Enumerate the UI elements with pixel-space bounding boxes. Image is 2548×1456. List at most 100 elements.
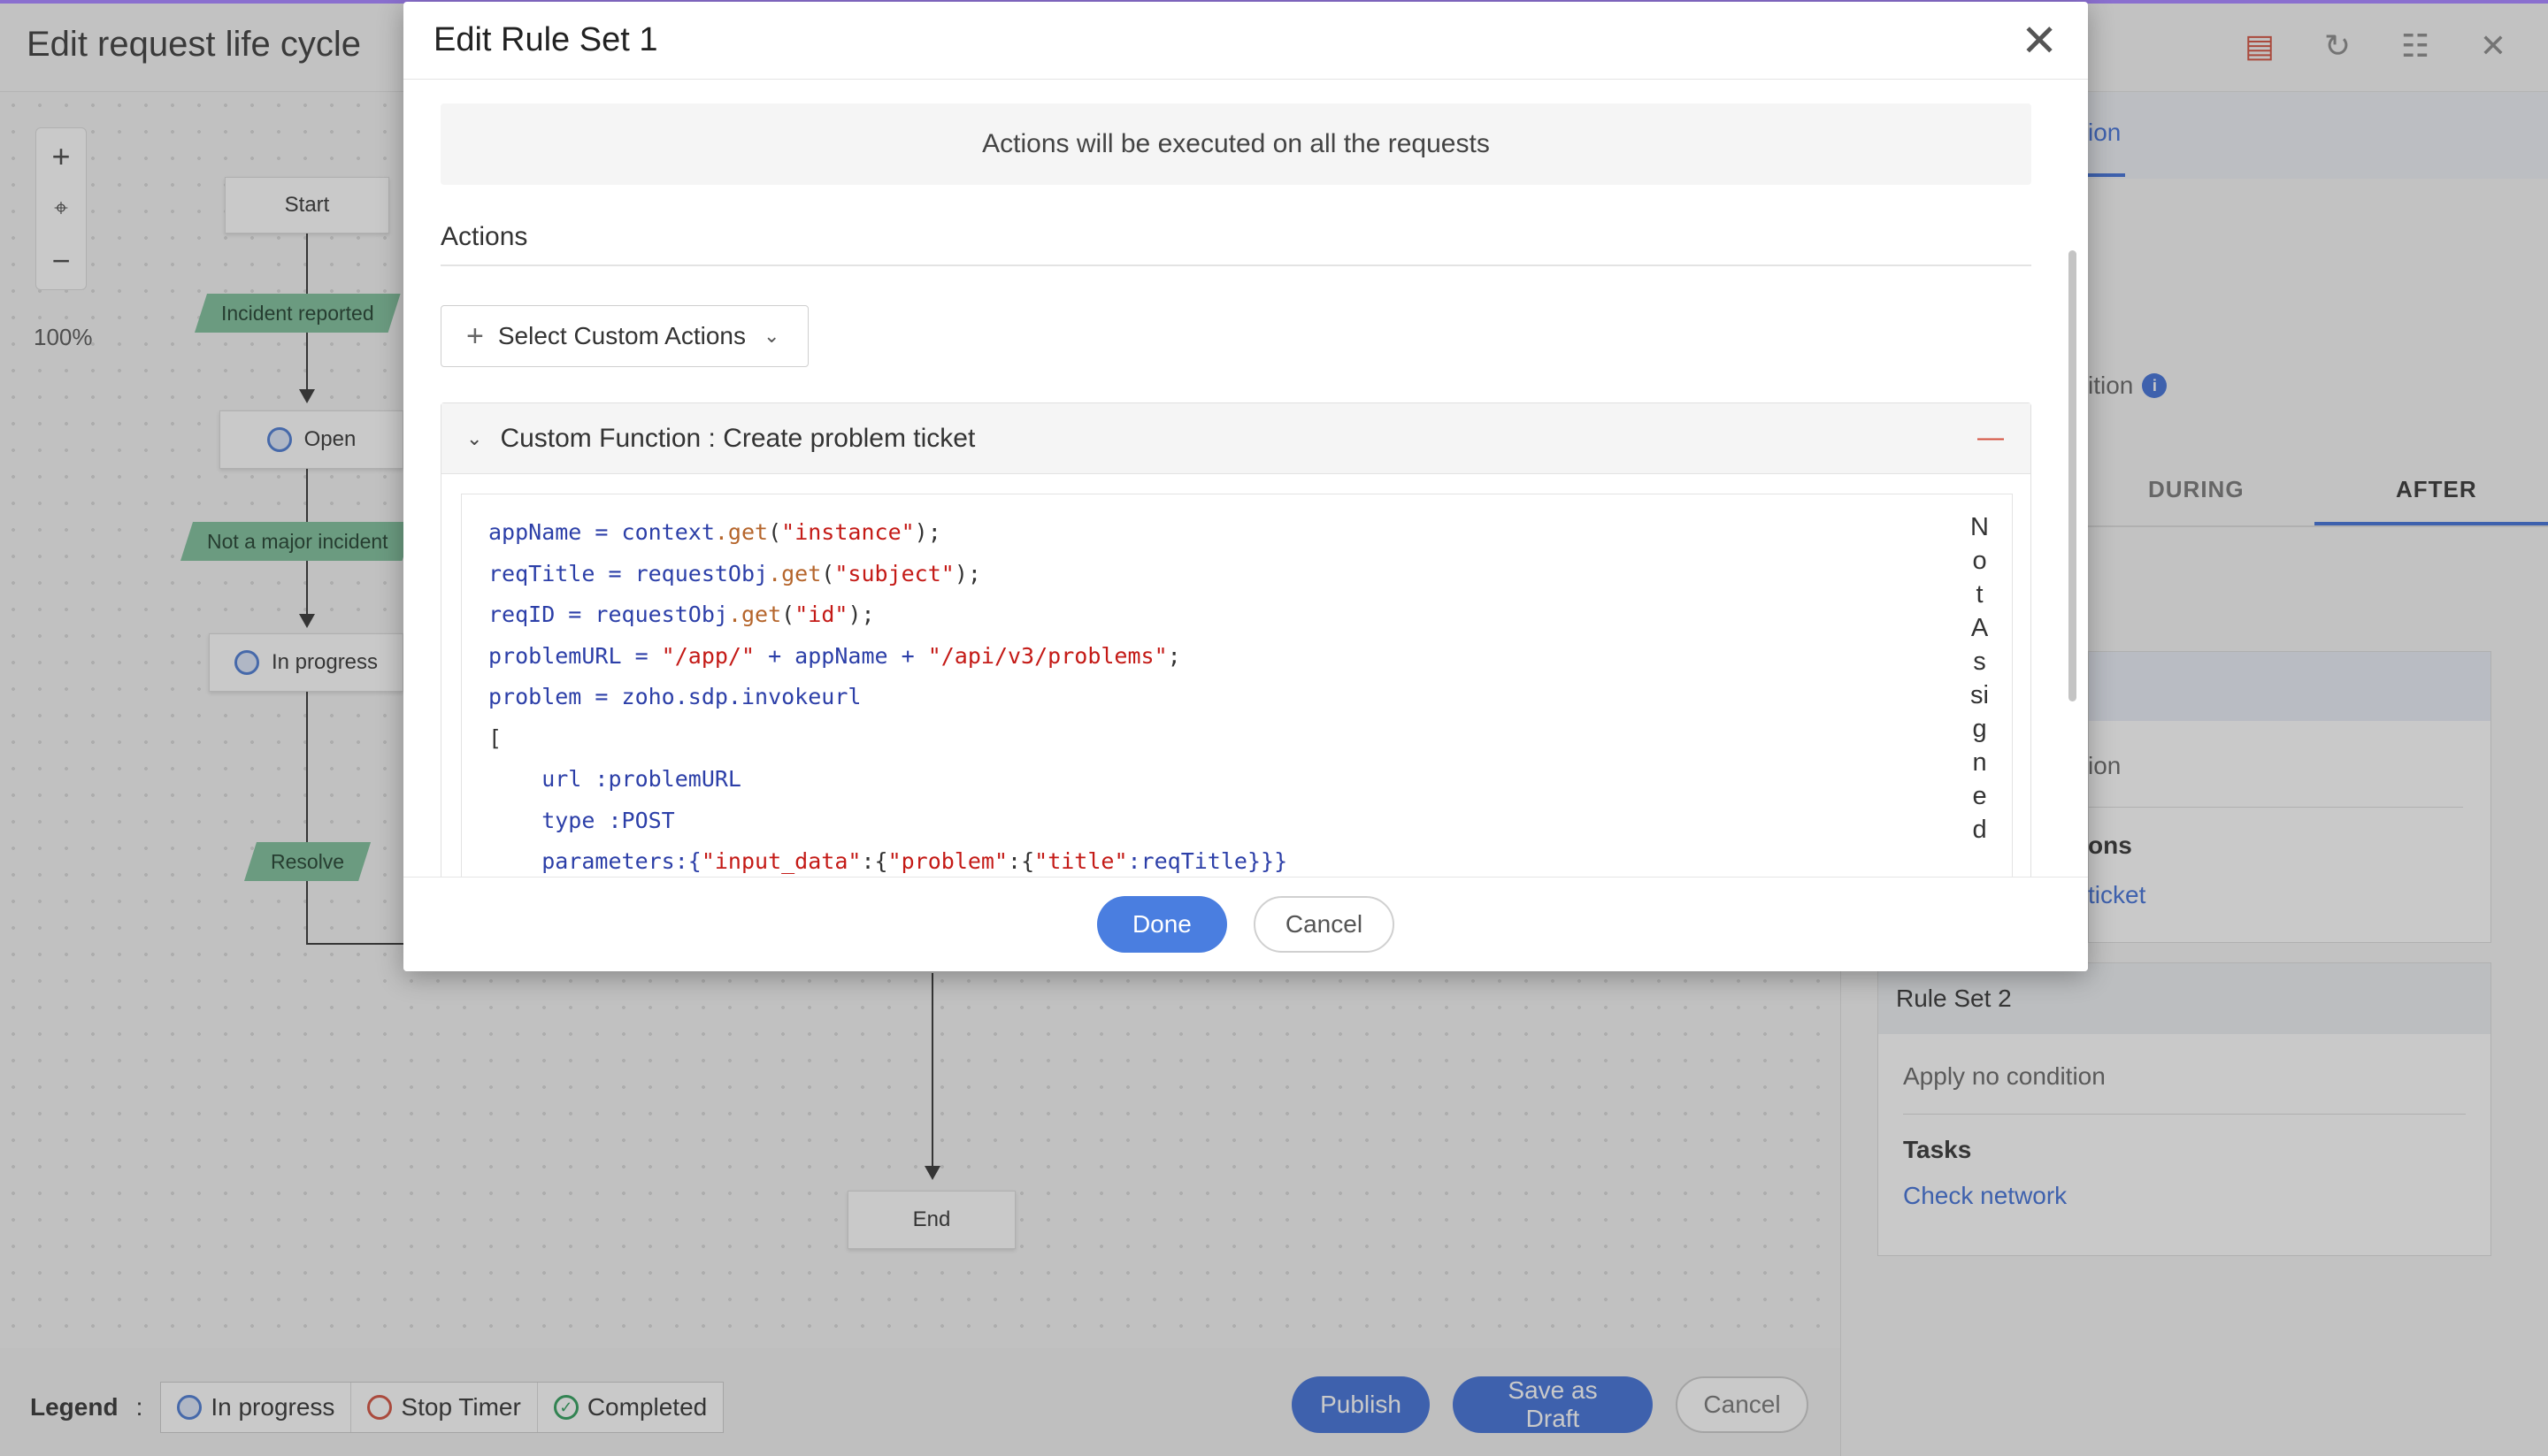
code-token: "instance" [781, 519, 915, 545]
code-token: type :POST [488, 807, 675, 833]
select-custom-actions-button[interactable]: + Select Custom Actions ⌄ [441, 305, 809, 367]
scrollbar-thumb[interactable] [2068, 250, 2076, 701]
chevron-down-icon[interactable]: ⌄ [466, 426, 483, 449]
zoom-level: 100% [34, 324, 93, 350]
legend-box: In progress Stop Timer ✓ Completed [160, 1382, 725, 1433]
dialog-cancel-button[interactable]: Cancel [1253, 896, 1395, 953]
completed-icon: ✓ [553, 1395, 579, 1420]
vertical-label-char: d [1972, 816, 1987, 844]
code-token: problemURL = [488, 642, 662, 669]
page-title: Edit request life cycle [27, 25, 361, 64]
code-token: ( [781, 602, 795, 627]
code-token: .get [714, 519, 769, 545]
remove-icon[interactable]: — [1977, 423, 2004, 452]
code-token: ); [914, 519, 941, 545]
pdf-icon[interactable]: ▤ [2244, 27, 2275, 64]
dialog-header: Edit Rule Set 1 ✕ [403, 2, 2088, 80]
node-in-progress[interactable]: In progress [209, 633, 403, 692]
actions-heading: Actions [441, 222, 2031, 266]
in-progress-state-icon [234, 650, 259, 675]
code-token: ( [821, 560, 835, 586]
edit-rule-set-dialog: Edit Rule Set 1 ✕ Actions will be execut… [403, 2, 2088, 971]
zoom-out-button[interactable]: − [51, 242, 71, 280]
code-token: "title" [1034, 848, 1128, 874]
code-editor[interactable]: appName = context.get("instance");reqTit… [461, 494, 2013, 877]
code-line: appName = context.get("instance"); [488, 512, 1287, 554]
code-line: reqTitle = requestObj.get("subject"); [488, 554, 1287, 595]
document-search-icon[interactable]: ☷ [2400, 27, 2430, 64]
plus-icon: + [466, 318, 484, 353]
publish-button[interactable]: Publish [1292, 1376, 1430, 1433]
top-toolbar: ▤ ↻ ☷ ✕ [2240, 27, 2513, 65]
legend-item-stop-timer: Stop Timer [351, 1383, 538, 1432]
code-token: parameters:{ [488, 848, 702, 874]
save-draft-button[interactable]: Save as Draft [1453, 1376, 1653, 1433]
rule-set-1-action-link[interactable]: ticket [2088, 881, 2146, 908]
legend-label: Legend [30, 1393, 119, 1421]
arrow-head [299, 389, 315, 403]
info-icon[interactable]: i [2142, 373, 2168, 398]
code-token: :{ [861, 848, 888, 874]
node-open[interactable]: Open [219, 410, 403, 469]
active-tab-indicator [2088, 173, 2125, 177]
node-end[interactable]: End [848, 1191, 1016, 1249]
vertical-label-char: N [1970, 513, 1989, 541]
code-token: ; [1167, 642, 1181, 669]
info-banner: Actions will be executed on all the requ… [441, 103, 2031, 185]
dialog-title: Edit Rule Set 1 [434, 21, 658, 58]
cancel-button[interactable]: Cancel [1676, 1376, 1808, 1433]
vertical-label-char: si [1970, 681, 1989, 709]
code-token: "/api/v3/problems" [927, 642, 1168, 669]
transition-not-major-incident[interactable]: Not a major incident [180, 522, 415, 561]
code-token: "problem" [887, 848, 1009, 874]
code-token: .get [768, 560, 822, 586]
code-token: reqID = requestObj [488, 602, 728, 627]
connector [306, 690, 308, 945]
custom-function-panel: ⌄ Custom Function : Create problem ticke… [441, 402, 2031, 877]
custom-function-header[interactable]: ⌄ Custom Function : Create problem ticke… [441, 403, 2030, 474]
vertical-label-char: A [1970, 614, 1989, 642]
tab-during[interactable]: DURING [2148, 476, 2245, 502]
dialog-close-icon[interactable]: ✕ [2021, 15, 2058, 65]
transition-incident-reported[interactable]: Incident reported [195, 294, 401, 333]
vertical-label-char: e [1972, 782, 1987, 810]
bottom-actions: Publish Save as Draft Cancel [1292, 1376, 1808, 1433]
zoom-in-button[interactable]: + [51, 137, 71, 174]
code-token: ); [954, 560, 981, 586]
dialog-scrollbar[interactable] [2067, 169, 2079, 877]
arrow-head [925, 1166, 940, 1180]
code-token: :reqTitle}}} [1127, 848, 1288, 874]
tab-after[interactable]: AFTER [2396, 476, 2477, 502]
node-start[interactable]: Start [225, 177, 389, 234]
right-panel-tab[interactable]: ion [2088, 119, 2122, 146]
history-icon[interactable]: ↻ [2323, 27, 2352, 64]
code-token: url :problemURL [488, 766, 741, 792]
transition-resolve[interactable]: Resolve [244, 842, 371, 881]
dialog-body[interactable]: Actions will be executed on all the requ… [403, 80, 2088, 877]
code-line: reqID = requestObj.get("id"); [488, 594, 1287, 636]
done-button[interactable]: Done [1096, 896, 1227, 953]
code-token: ); [848, 602, 875, 627]
vertical-label-char: g [1972, 715, 1987, 743]
code-token: "/app/" [661, 642, 756, 669]
rule-set-2-condition: Apply no condition [1903, 1034, 2466, 1115]
legend: Legend : In progress Stop Timer ✓ Comple… [30, 1382, 725, 1433]
recenter-icon[interactable]: ⌖ [54, 194, 68, 222]
code-token: [ [488, 724, 503, 751]
rule-set-1-actions-label: ons [2088, 831, 2132, 859]
in-progress-icon [177, 1395, 203, 1420]
vertical-label-char: o [1972, 547, 1987, 575]
vertical-label-char: t [1976, 580, 1984, 609]
code-token: appName = context [488, 519, 715, 545]
legend-item-completed: ✓ Completed [538, 1383, 723, 1432]
code-token: ( [768, 519, 782, 545]
close-icon[interactable]: ✕ [2479, 27, 2507, 64]
active-stage-indicator [2314, 522, 2548, 525]
rule-set-2-tasks-label: Tasks [1903, 1136, 1972, 1163]
rule-set-2-task-link[interactable]: Check network [1903, 1182, 2068, 1209]
rule-set-2-title[interactable]: Rule Set 2 [1878, 963, 2490, 1034]
code-line: problem = zoho.sdp.invokeurl [488, 677, 1287, 718]
code-line: type :POST [488, 801, 1287, 842]
code-line: [ [488, 718, 1287, 760]
